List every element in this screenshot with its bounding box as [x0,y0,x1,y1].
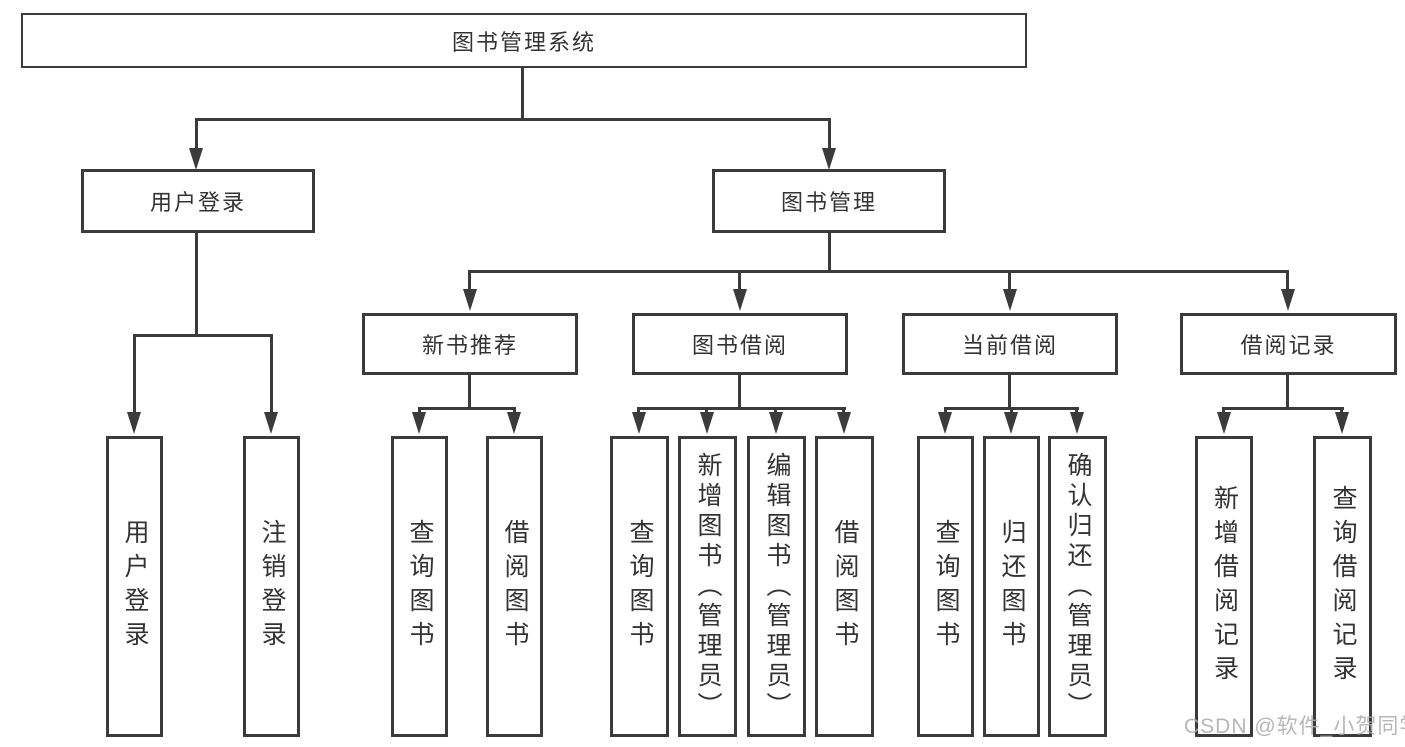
connector-l3-stem-4 [1286,270,1289,292]
leaf-label: 归还图书 [998,518,1026,655]
connector-l1-bar [195,118,831,121]
connector-records-bar [1222,407,1344,410]
connector-records-stem [1286,373,1289,409]
connector-leaf-stem [637,407,640,416]
arrowhead-down-icon [938,412,952,434]
leaf-label: 编辑图书（管理员） [763,451,791,722]
node-current-borrowing: 当前借阅 [902,313,1118,375]
connector-leaf-stem [1340,407,1343,416]
connector-leaf-stem [1222,407,1225,416]
connector-l3-stem-2 [738,270,741,292]
leaf-records-query-record: 查询借阅记录 [1313,436,1372,737]
leaf-borrow-edit-books-admin: 编辑图书（管理员） [747,436,806,737]
csdn-watermark: CSDN @软件_小贺同学 [1184,715,1405,738]
node-label: 图书管理系统 [451,29,596,55]
arrowhead-down-icon [264,412,278,434]
connector-userlogin-bar [133,334,273,337]
connector-l1-left-stem [195,118,198,150]
leaf-label: 注销登录 [258,518,286,655]
connector-l3-stem-1 [468,270,471,292]
connector-borrow-stem [738,373,741,409]
leaf-newbooks-query-books: 查询图书 [391,436,448,737]
leaf-label: 用户登录 [121,518,149,655]
connector-l1-right-stem [828,118,831,150]
arrowhead-down-icon [412,412,426,434]
arrowhead-down-icon [769,412,783,434]
connector-borrow-bar [637,407,846,410]
connector-leaf-stem [842,407,845,416]
leaf-label: 新增图书（管理员） [694,451,722,722]
leaf-borrow-borrow-books: 借阅图书 [815,436,874,737]
arrowhead-down-icon [507,412,521,434]
leaf-label: 查询图书 [932,518,960,655]
connector-leaf-stem [418,407,421,416]
leaf-label: 查询借阅记录 [1329,484,1357,689]
connector-userlogin-right-stem [270,334,273,414]
connector-leaf-stem [705,407,708,416]
connector-root-stem [521,66,524,120]
connector-leaf-stem [1010,407,1013,416]
connector-l3-stem-3 [1008,270,1011,292]
node-label: 用户登录 [149,190,246,215]
arrowhead-down-icon [822,148,836,170]
arrowhead-down-icon [1217,412,1231,434]
arrowhead-down-icon [1335,412,1349,434]
connector-l3-bar [468,270,1289,273]
node-book-management: 图书管理 [712,169,946,233]
connector-userlogin-stem [195,231,198,336]
leaf-label: 确认归还（管理员） [1064,451,1092,722]
arrowhead-down-icon [1004,412,1018,434]
arrowhead-down-icon [632,412,646,434]
connector-leaf-stem [944,407,947,416]
connector-current-stem [1008,373,1011,409]
leaf-user-login: 用户登录 [106,436,163,737]
leaf-current-return-books: 归还图书 [983,436,1040,737]
connector-newbooks-stem [468,373,471,409]
leaf-label: 借阅图书 [501,518,529,655]
node-label: 借阅记录 [1240,333,1337,358]
connector-newbooks-bar [418,407,516,410]
leaf-label: 新增借阅记录 [1210,484,1239,689]
leaf-current-query-books: 查询图书 [917,436,974,737]
leaf-current-confirm-return-admin: 确认归还（管理员） [1048,436,1107,737]
arrowhead-down-icon [733,289,747,311]
node-user-login: 用户登录 [81,169,315,233]
arrowhead-down-icon [700,412,714,434]
arrowhead-down-icon [1281,289,1295,311]
arrowhead-down-icon [837,412,851,434]
connector-leaf-stem [774,407,777,416]
leaf-borrow-add-books-admin: 新增图书（管理员） [678,436,737,737]
arrowhead-down-icon [463,289,477,311]
node-label: 当前借阅 [961,333,1058,358]
node-new-book-recommend: 新书推荐 [362,313,578,375]
leaf-label: 查询图书 [406,518,434,655]
arrowhead-down-icon [1003,289,1017,311]
node-borrowing-records: 借阅记录 [1180,313,1397,375]
leaf-records-add-record: 新增借阅记录 [1195,436,1253,737]
arrowhead-down-icon [1070,412,1084,434]
node-label: 图书借阅 [691,333,788,358]
connector-userlogin-left-stem [133,334,136,414]
connector-leaf-stem [1075,407,1078,416]
node-library-system: 图书管理系统 [21,13,1027,68]
node-label: 新书推荐 [421,333,518,358]
connector-leaf-stem [513,407,516,416]
leaf-label: 借阅图书 [831,518,859,655]
node-label: 图书管理 [780,190,877,215]
arrowhead-down-icon [189,148,203,170]
leaf-borrow-query-books: 查询图书 [610,436,669,737]
leaf-label: 查询图书 [626,518,654,655]
leaf-newbooks-borrow-books: 借阅图书 [486,436,543,737]
leaf-logout: 注销登录 [243,436,300,737]
connector-bookmgmt-stem [828,231,831,272]
node-book-borrowing: 图书借阅 [632,313,848,375]
arrowhead-down-icon [127,412,141,434]
